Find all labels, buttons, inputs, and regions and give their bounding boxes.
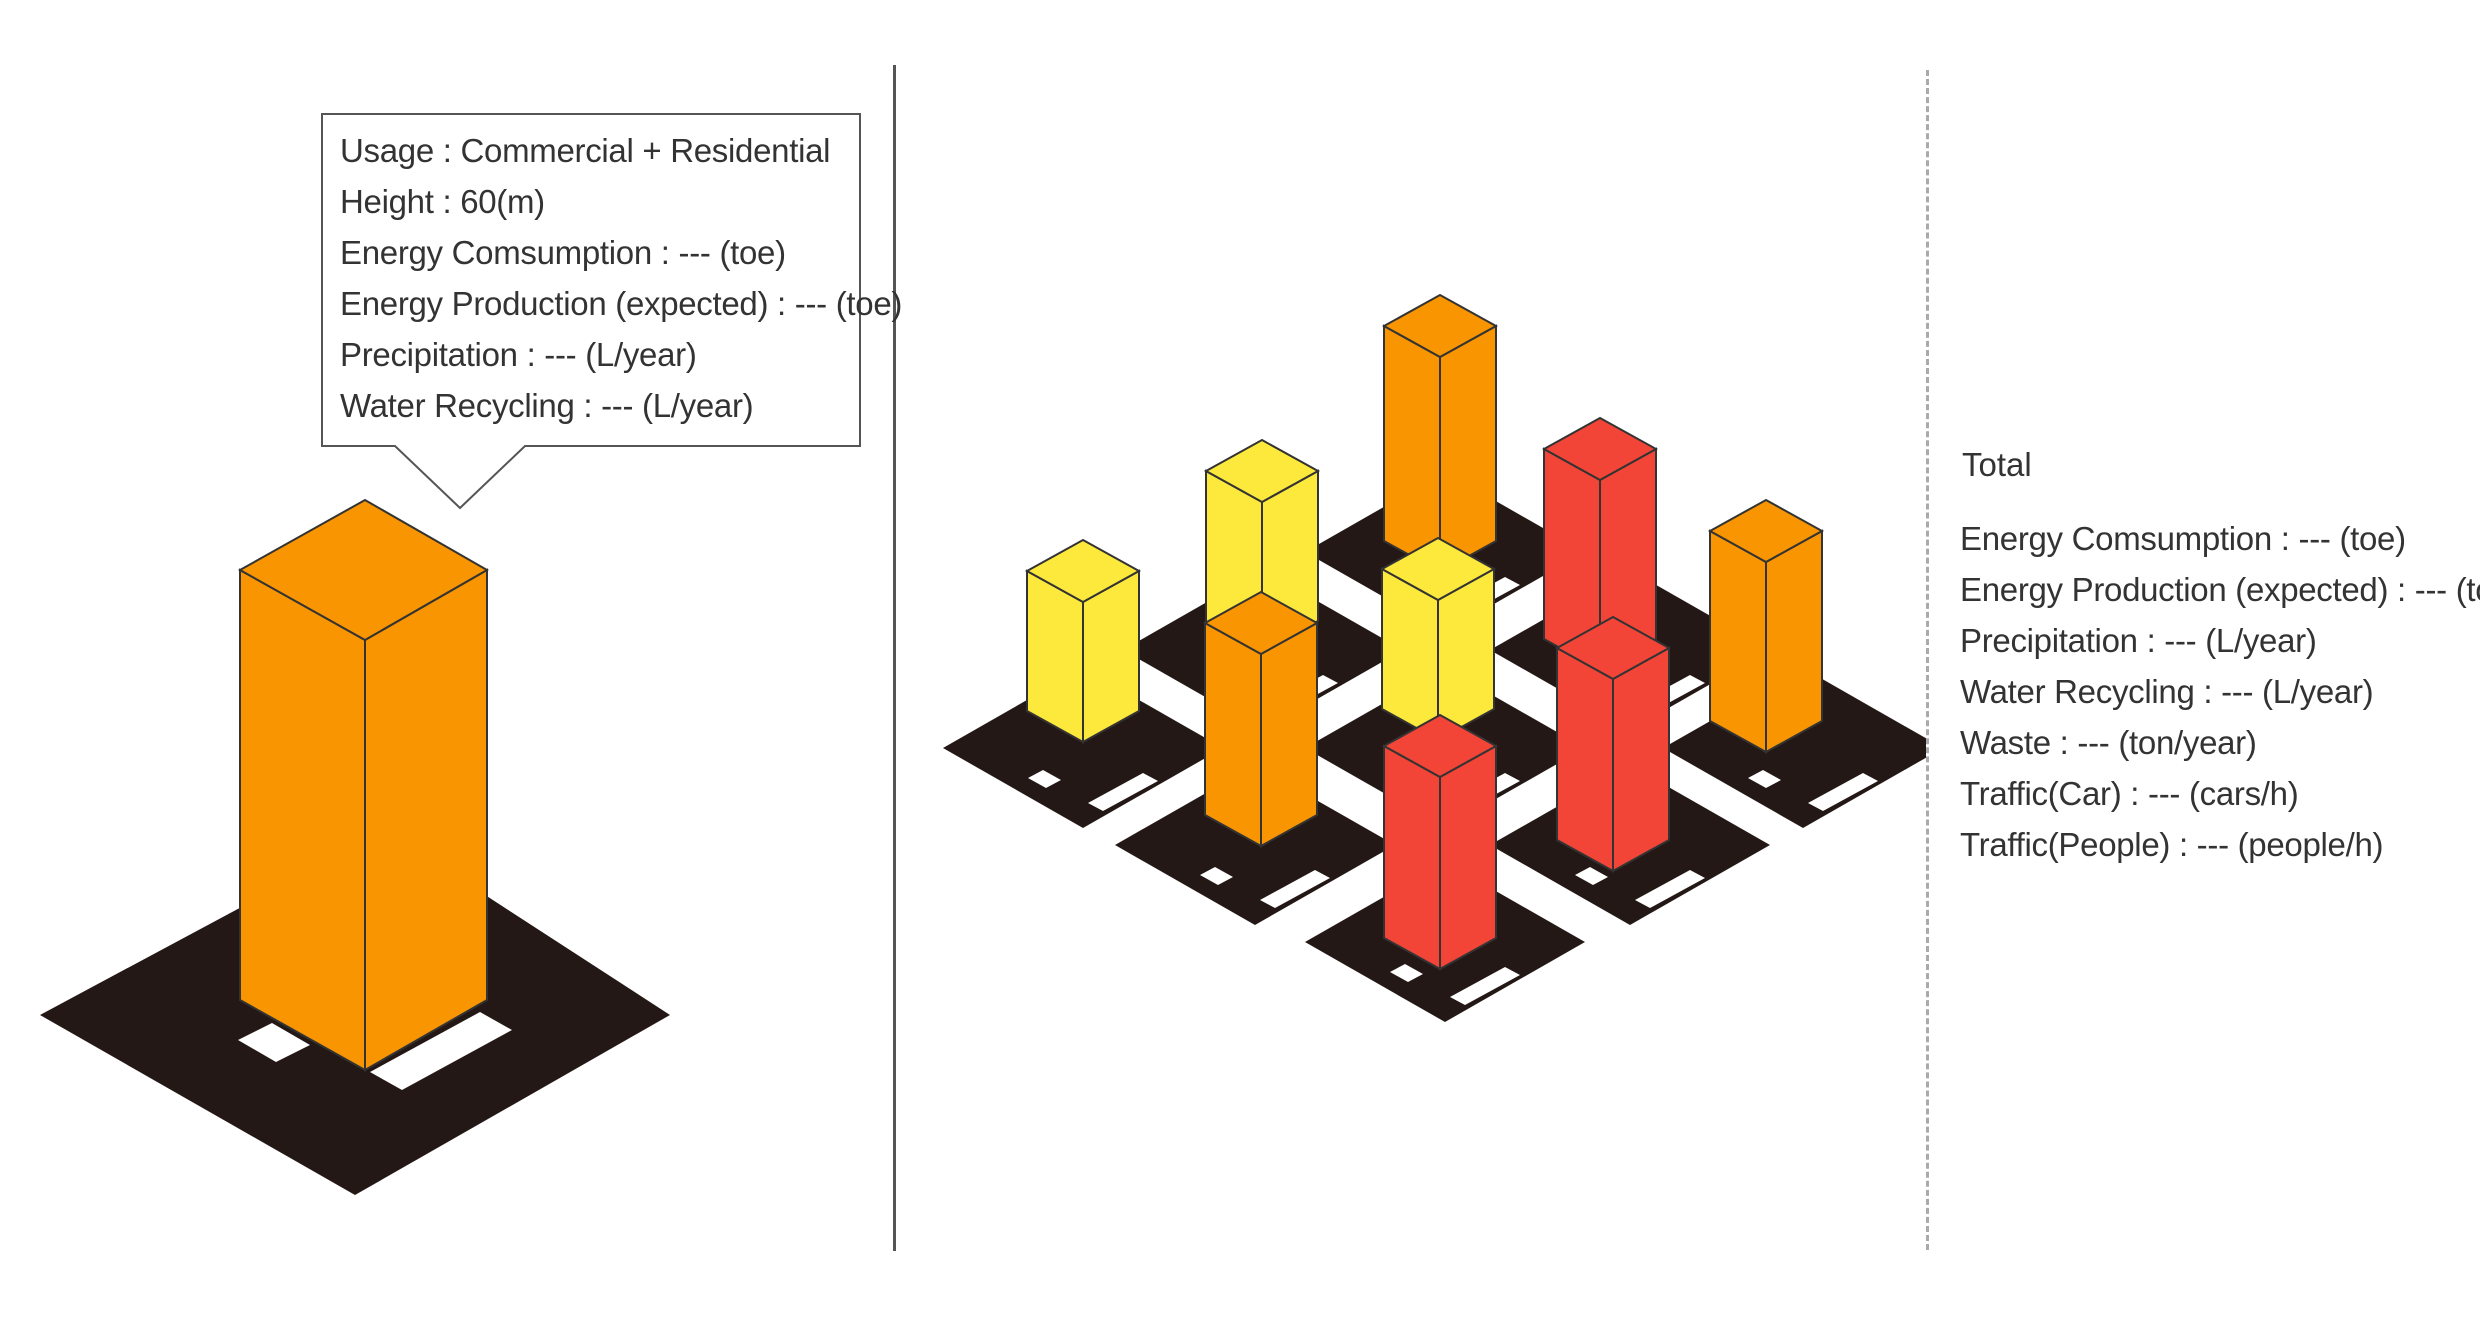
height-text: Height : 60(m) [340,183,545,220]
ground-marking [1575,867,1608,885]
building-left-face[interactable] [1383,324,1441,574]
building-left-face[interactable] [1204,621,1262,848]
building-top-face[interactable] [1203,438,1321,504]
city-grid-panel [896,0,1926,1327]
total-title: Total [1962,446,2032,483]
city-grid-illustration [943,293,1926,1022]
ground-marking [1450,967,1520,1005]
building-left-face[interactable] [1709,529,1767,754]
building-top-face[interactable] [1381,293,1499,359]
building-top-face[interactable] [1541,416,1659,482]
building-left-face[interactable] [1383,744,1441,971]
building-top-face[interactable] [1024,538,1142,604]
building-right-face[interactable] [1439,744,1497,971]
building-right-face[interactable] [364,568,488,1072]
ground-marking [1635,870,1705,908]
ground-marking [1390,964,1423,982]
building-right-face[interactable] [1260,621,1318,848]
ground-plate [1115,765,1395,925]
building-top-face[interactable] [1202,590,1320,656]
ground-marking [1028,770,1061,788]
building-top-face[interactable] [237,498,490,642]
total-energy-consumption-text: Energy Comsumption : --- (toe) [1960,520,2406,557]
building-right-face[interactable] [1765,529,1823,754]
building-top-face[interactable] [1379,536,1497,602]
single-building-panel: Usage : Commercial + Residential Height … [0,0,903,1327]
usage-text: Usage : Commercial + Residential [340,132,831,169]
total-water-recycling-text: Water Recycling : --- (L/year) [1960,673,2374,710]
building-left-face[interactable] [1556,646,1614,873]
building-top-face[interactable] [1381,713,1499,779]
ground-marking [1200,867,1233,885]
ground-marking [1748,770,1781,788]
building-top-face[interactable] [1554,615,1672,681]
building-right-face[interactable] [1612,646,1670,873]
total-waste-text: Waste : --- (ton/year) [1960,724,2257,761]
total-precipitation-text: Precipitation : --- (L/year) [1960,622,2317,659]
energy-consumption-text: Energy Comsumption : --- (toe) [340,234,786,271]
water-recycling-text: Water Recycling : --- (L/year) [340,387,754,424]
building-info-tooltip: Usage : Commercial + Residential Height … [340,125,903,431]
ground-marking [370,1012,512,1090]
total-stats: Energy Comsumption : --- (toe) Energy Pr… [1960,513,2480,870]
ground-plate [943,668,1223,828]
building-right-face[interactable] [1439,324,1497,574]
tooltip-box [321,113,861,510]
panel-divider [893,65,896,1251]
ground-marking [1260,870,1330,908]
panel-divider-dashed [1926,70,1929,1250]
ground-marking [1808,773,1878,811]
energy-production-text: Energy Production (expected) : --- (toe) [340,285,903,322]
total-energy-production-text: Energy Production (expected) : --- (toe) [1960,571,2480,608]
building-left-face[interactable] [239,568,366,1072]
ground-marking [1088,773,1158,811]
single-building-illustration [40,113,861,1195]
precipitation-text: Precipitation : --- (L/year) [340,336,697,373]
total-traffic-people-text: Traffic(People) : --- (people/h) [1960,826,2384,863]
ground-marking [238,1023,310,1062]
building-top-face[interactable] [1707,498,1825,564]
total-traffic-car-text: Traffic(Car) : --- (cars/h) [1960,775,2299,812]
